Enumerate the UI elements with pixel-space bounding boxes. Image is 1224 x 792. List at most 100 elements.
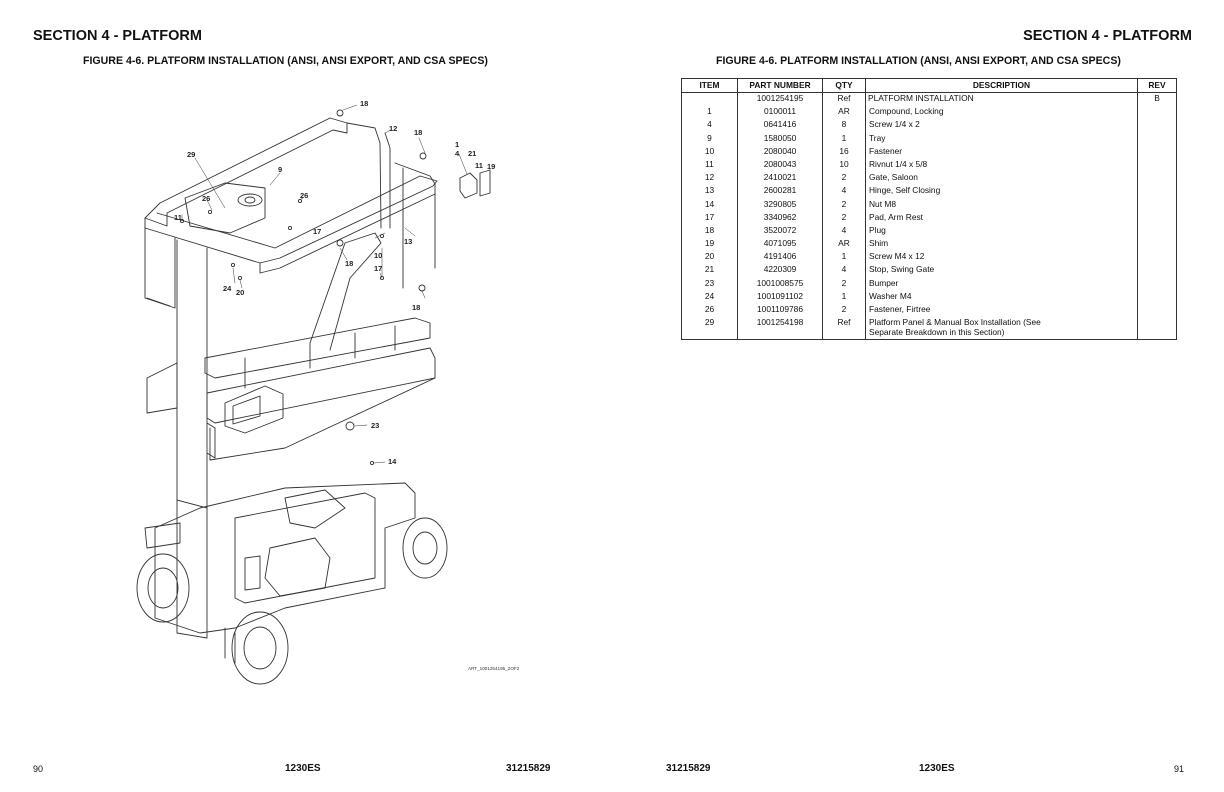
cell-part-number: 4071095 — [737, 238, 823, 252]
table-row: 23 1001008575 2 Bumper — [681, 277, 1177, 291]
cell-rev — [1137, 224, 1177, 239]
cell-item: 4 — [681, 119, 738, 133]
callout: 18 — [412, 303, 420, 312]
table-row: 17 3340962 2 Pad, Arm Rest — [681, 211, 1177, 225]
cell-qty: 2 — [822, 211, 866, 225]
cell-qty: 4 — [822, 185, 866, 199]
column-header-rev: REV — [1137, 78, 1177, 93]
cell-item: 17 — [681, 211, 738, 225]
cell-qty: 1 — [822, 251, 866, 265]
cell-part-number: 4220309 — [737, 264, 823, 278]
cell-description: Gate, Saloon — [865, 172, 1138, 186]
callout: 1 — [455, 140, 459, 149]
right-doc-number: 31215829 — [666, 763, 711, 774]
cell-rev — [1137, 172, 1177, 186]
cell-description: Bumper — [865, 277, 1138, 291]
cell-rev — [1137, 264, 1177, 278]
cell-qty: 10 — [822, 158, 866, 173]
cell-description: Compound, Locking — [865, 106, 1138, 120]
cell-description: Hinge, Self Closing — [865, 185, 1138, 199]
callout: 11 — [475, 161, 483, 170]
table-row: 1 0100011 AR Compound, Locking — [681, 106, 1177, 120]
cell-part-number: 1001109786 — [737, 304, 823, 318]
cell-description: Screw 1/4 x 2 — [865, 119, 1138, 133]
cell-part-number: 1580050 — [737, 132, 823, 146]
right-figure-title: FIGURE 4-6. PLATFORM INSTALLATION (ANSI,… — [716, 55, 1121, 67]
cell-part-number: 1001254198 — [737, 317, 823, 341]
cell-rev: B — [1137, 92, 1177, 107]
cell-qty: 2 — [822, 304, 866, 318]
cell-item: 29 — [681, 317, 738, 341]
cell-qty: 2 — [822, 198, 866, 212]
cell-item: 18 — [681, 224, 738, 239]
callout: 10 — [374, 251, 382, 260]
callout: 18 — [360, 99, 368, 108]
table-row: 13 2600281 4 Hinge, Self Closing — [681, 185, 1177, 199]
cell-rev — [1137, 290, 1177, 304]
cell-qty: 2 — [822, 172, 866, 186]
callout: 17 — [374, 264, 382, 273]
cell-item: 13 — [681, 185, 738, 199]
cell-item: 26 — [681, 304, 738, 318]
right-model: 1230ES — [919, 763, 955, 774]
cell-qty: 4 — [822, 224, 866, 239]
cell-item: 14 — [681, 198, 738, 212]
cell-item: 21 — [681, 264, 738, 278]
cell-part-number: 2600281 — [737, 185, 823, 199]
cell-rev — [1137, 119, 1177, 133]
cell-part-number: 2080043 — [737, 158, 823, 173]
cell-qty: 4 — [822, 264, 866, 278]
cell-part-number: 3290805 — [737, 198, 823, 212]
cell-item: 20 — [681, 251, 738, 265]
cell-qty: Ref — [822, 317, 866, 341]
cell-qty: 8 — [822, 119, 866, 133]
cell-description: Screw M4 x 12 — [865, 251, 1138, 265]
right-section-title: SECTION 4 - PLATFORM — [1023, 28, 1192, 44]
cell-item: 1 — [681, 106, 738, 120]
callout: 9 — [278, 165, 282, 174]
cell-item: 12 — [681, 172, 738, 186]
table-row: 11 2080043 10 Rivnut 1/4 x 5/8 — [681, 158, 1177, 173]
column-header-part-number: PART NUMBER — [737, 78, 823, 93]
callout: 11 — [174, 213, 182, 222]
cell-qty: 1 — [822, 132, 866, 146]
cell-description: PLATFORM INSTALLATION — [865, 92, 1138, 107]
callout: 18 — [345, 259, 353, 268]
table-row: 20 4191406 1 Screw M4 x 12 — [681, 251, 1177, 265]
cell-description: Washer M4 — [865, 290, 1138, 304]
table-row: 24 1001091102 1 Washer M4 — [681, 290, 1177, 304]
cell-qty: 1 — [822, 290, 866, 304]
cell-part-number: 1001254195 — [737, 92, 823, 107]
cell-part-number: 2080040 — [737, 145, 823, 159]
table-row: 1001254195 Ref PLATFORM INSTALLATION B — [681, 92, 1177, 107]
cell-description: Tray — [865, 132, 1138, 146]
cell-rev — [1137, 317, 1177, 341]
callout: 4 — [455, 149, 460, 158]
cell-rev — [1137, 198, 1177, 212]
cell-description: Fastener, Firtree — [865, 304, 1138, 318]
table-row: 14 3290805 2 Nut M8 — [681, 198, 1177, 212]
art-id-label: ART_1001254195_2OF2 — [468, 666, 520, 671]
cell-qty: AR — [822, 238, 866, 252]
cell-description: Shim — [865, 238, 1138, 252]
column-header-item: ITEM — [681, 78, 738, 93]
cell-item: 11 — [681, 158, 738, 173]
cell-rev — [1137, 132, 1177, 146]
cell-rev — [1137, 211, 1177, 225]
cell-rev — [1137, 277, 1177, 291]
cell-part-number: 4191406 — [737, 251, 823, 265]
callout: 26 — [300, 191, 308, 200]
parts-table: ITEM PART NUMBER QTY DESCRIPTION REV 100… — [681, 78, 1177, 341]
cell-rev — [1137, 145, 1177, 159]
right-page-number: 91 — [1174, 764, 1185, 774]
cell-item: 9 — [681, 132, 738, 146]
cell-qty: 16 — [822, 145, 866, 159]
cell-part-number: 1001091102 — [737, 290, 823, 304]
callout: 24 — [223, 284, 232, 293]
cell-part-number: 3340962 — [737, 211, 823, 225]
cell-rev — [1137, 158, 1177, 173]
callout: 13 — [404, 237, 412, 246]
cell-part-number: 0641416 — [737, 119, 823, 133]
table-row: 26 1001109786 2 Fastener, Firtree — [681, 304, 1177, 318]
cell-description: Platform Panel & Manual Box Installation… — [865, 317, 1138, 341]
